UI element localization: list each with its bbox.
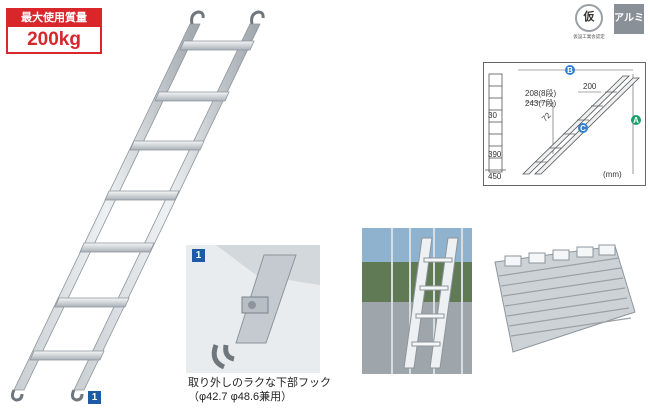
label-c: C — [580, 124, 586, 133]
hook-detail-photo — [186, 245, 320, 373]
dim-200: 200 — [583, 82, 597, 91]
dim-208: 208(8段) — [525, 88, 556, 98]
callout-tag-ladder: 1 — [88, 391, 101, 404]
hook-caption-line1: 取り外しのラクな下部フック — [188, 377, 331, 389]
certification-caption: 仮設工業会認定 — [573, 34, 605, 39]
aluminium-badge: アルミ — [614, 4, 644, 34]
installation-photo — [362, 228, 472, 374]
dim-30: 30 — [488, 111, 497, 120]
certification-mark-icon — [575, 4, 603, 32]
dim-390: 390 — [488, 150, 502, 159]
hook-caption-line2: （φ42.7 φ48.6兼用） — [188, 391, 293, 403]
stacked-ladders-photo — [494, 244, 636, 353]
dimension-diagram: B A C 208(8段) 243(7段) 200 30 72 390 450 — [483, 62, 646, 186]
max-load-badge: 最大使用質量 200kg — [6, 8, 102, 54]
label-a: A — [633, 116, 639, 125]
unit-label: (mm) — [603, 170, 622, 179]
dim-243: 243(7段) — [525, 98, 556, 108]
hook-caption: 取り外しのラクな下部フック （φ42.7 φ48.6兼用） — [188, 376, 331, 404]
certification-mark-text: 仮 — [583, 11, 595, 23]
dim-450: 450 — [488, 172, 502, 181]
max-load-value: 200kg — [27, 29, 81, 50]
label-b: B — [567, 66, 573, 75]
ladder-photo — [10, 10, 265, 402]
max-load-title: 最大使用質量 — [8, 10, 100, 27]
callout-tag-detail: 1 — [192, 249, 205, 262]
